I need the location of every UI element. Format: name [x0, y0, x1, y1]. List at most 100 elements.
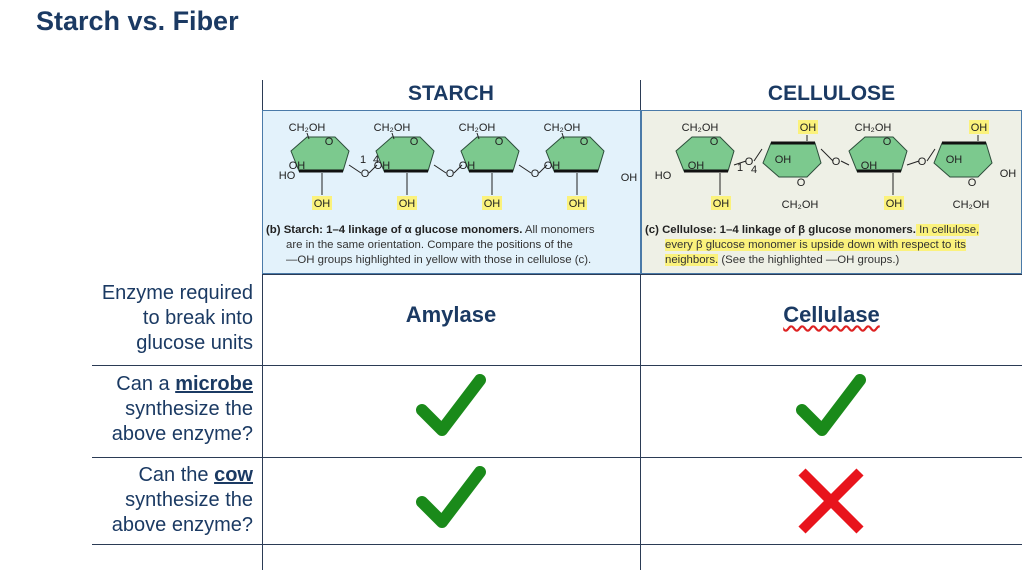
starch-oh-inner-0: OH — [289, 160, 306, 172]
enzyme-cellulase-text: Cellulase — [783, 302, 880, 327]
cross-icon-cow-cellulase — [798, 468, 864, 534]
cellulose-oh-bottom-2-highlight — [884, 196, 904, 210]
starch-oh-end: OH — [621, 172, 638, 184]
starch-ring-oxygen-2: O — [495, 136, 504, 148]
row-label-enzyme-line-2: to break into — [142, 307, 253, 329]
cellulose-ring-1 — [762, 142, 822, 178]
check-icon-cow-amylase — [416, 466, 486, 528]
cellulose-ring-oxygen-2: O — [883, 136, 892, 148]
check-icon-microbe-amylase — [416, 374, 486, 436]
starch-glycosidic-o-2: O — [531, 168, 540, 180]
row-divider-4 — [92, 544, 1022, 545]
cellulose-glycosidic-o-0: O — [745, 156, 754, 168]
starch-oh-bottom-2: OH — [484, 198, 501, 210]
column-header-cellulose: CELLULOSE — [767, 82, 896, 105]
starch-oh-bottom-3-highlight — [567, 196, 587, 210]
starch-carbon-1-label: 1 — [360, 154, 366, 166]
cellulose-oh-top-3-highlight — [969, 120, 989, 134]
cellulose-ch2oh-top-2: CH₂OH — [855, 122, 892, 134]
starch-glycosidic-o-1: O — [446, 168, 455, 180]
starch-ring-oxygen-3: O — [580, 136, 589, 148]
starch-caption-text-3: —OH groups highlighted in yellow with th… — [286, 254, 592, 266]
cellulose-oh-top-3: OH — [971, 122, 988, 134]
row-label-enzyme-line-1: Enzyme required — [101, 282, 253, 304]
cellulose-ho-end: HO — [655, 170, 672, 182]
cellulose-oh-inner-1: OH — [775, 154, 792, 166]
cellulose-oh-bottom-0: OH — [713, 198, 730, 210]
enzyme-amylase: Amylase — [405, 302, 497, 327]
cellulose-glycosidic-o-2: O — [918, 156, 927, 168]
cellulose-oh-top-1: OH — [800, 122, 817, 134]
check-icon-microbe-cellulase — [796, 374, 866, 436]
starch-ch2oh-label-0: CH₂OH — [289, 122, 326, 134]
cellulose-oh-bottom-0-highlight — [711, 196, 731, 210]
starch-caption: (b) Starch: 1–4 linkage of α glucose mon… — [266, 223, 638, 268]
row-label-microbe-prefix: Can a — [116, 373, 176, 395]
row-label-microbe-line-3: above enzyme? — [111, 423, 253, 445]
row-label-enzyme: Enzyme required to break into glucose un… — [60, 281, 253, 356]
row-divider-3 — [92, 457, 1022, 458]
starch-oh-bottom-2-highlight — [482, 196, 502, 210]
starch-oh-bottom-0-highlight — [312, 196, 332, 210]
cellulose-glycosidic-o-1: O — [832, 156, 841, 168]
cellulose-oh-inner-3: OH — [946, 154, 963, 166]
cellulose-caption-highlight-2: every β glucose monomer is upside down w… — [665, 239, 966, 251]
column-header-starch: STARCH — [408, 82, 494, 105]
starch-caption-text-1: All monomers — [522, 224, 595, 236]
row-label-cow-keyword: cow — [214, 464, 253, 486]
row-label-cow-line-2: synthesize the — [125, 489, 253, 511]
cellulose-ring-oxygen-0: O — [710, 136, 719, 148]
row-divider-1 — [262, 274, 1022, 275]
cellulose-oh-bottom-2: OH — [886, 198, 903, 210]
cellulose-ring-3 — [933, 142, 993, 178]
starch-ring-oxygen-1: O — [410, 136, 419, 148]
starch-carbon-4-label: 4 — [373, 154, 379, 166]
starch-ch2oh-label-3: CH₂OH — [544, 122, 581, 134]
starch-ch2oh-label-1: CH₂OH — [374, 122, 411, 134]
starch-caption-title: (b) Starch: 1–4 linkage of α glucose mon… — [266, 224, 523, 236]
row-label-cow-prefix: Can the — [138, 464, 215, 486]
cellulose-ring-oxygen-1: O — [797, 177, 806, 189]
cellulose-ch2oh-top-0: CH₂OH — [682, 122, 719, 134]
table-divider-middle — [640, 80, 641, 570]
cellulose-ring-0 — [675, 136, 735, 172]
cellulose-carbon-1-label: 1 — [737, 162, 743, 174]
table-divider-left — [262, 80, 263, 570]
cellulose-ring-oxygen-3: O — [968, 177, 977, 189]
cellulose-caption: (c) Cellulose: 1–4 linkage of β glucose … — [645, 223, 1017, 268]
cellulose-oh-inner-0: OH — [688, 160, 705, 172]
starch-oh-bottom-0: OH — [314, 198, 331, 210]
cellulose-oh-inner-2: OH — [861, 160, 878, 172]
enzyme-cellulase: Cellulase — [641, 302, 1022, 328]
row-label-microbe: Can a microbe synthesize the above enzym… — [60, 372, 253, 447]
starch-glycosidic-o-0: O — [361, 168, 370, 180]
cellulose-caption-highlight-1: In cellulose, — [915, 224, 980, 236]
starch-oh-bottom-3: OH — [569, 198, 586, 210]
starch-oh-inner-2: OH — [459, 160, 476, 172]
row-label-cow: Can the cow synthesize the above enzyme? — [60, 463, 253, 538]
starch-oh-bottom-1-highlight — [397, 196, 417, 210]
row-label-cow-line-3: above enzyme? — [111, 514, 253, 536]
starch-ho-end: HO — [279, 170, 296, 182]
row-label-microbe-keyword: microbe — [175, 373, 253, 395]
starch-oh-inner-3: OH — [544, 160, 561, 172]
row-label-microbe-line-2: synthesize the — [125, 398, 253, 420]
starch-ring-oxygen-0: O — [325, 136, 334, 148]
cellulose-ring-2 — [848, 136, 908, 172]
row-label-enzyme-line-3: glucose units — [136, 332, 253, 354]
cellulose-ch2oh-bottom-3: CH₂OH — [953, 199, 990, 211]
starch-oh-inner-1: OH — [374, 160, 391, 172]
starch-ch2oh-label-2: CH₂OH — [459, 122, 496, 134]
cellulose-oh-end: OH — [1000, 168, 1017, 180]
cellulose-caption-text: (See the highlighted —OH groups.) — [718, 254, 900, 266]
starch-chain-diagram: CH₂OHOOHOHOCH₂OHOOHOHOCH₂OHOOHOHOCH₂OHOO… — [279, 122, 638, 210]
cellulose-oh-top-1-highlight — [798, 120, 818, 134]
cellulose-caption-highlight-3: neighbors. — [665, 254, 719, 266]
starch-oh-bottom-1: OH — [399, 198, 416, 210]
cellulose-chain-diagram: CH₂OHOOHOHOOHOHOCH₂OHOCH₂OHOOHOHOOHOHOCH… — [655, 120, 1017, 211]
cellulose-ch2oh-bottom-1: CH₂OH — [782, 199, 819, 211]
slide-title: Starch vs. Fiber — [36, 6, 239, 36]
starch-caption-text-2: are in the same orientation. Compare the… — [286, 239, 573, 251]
